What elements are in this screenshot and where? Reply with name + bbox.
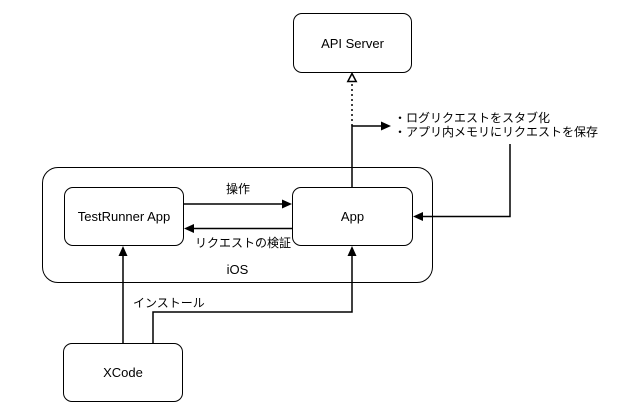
annotation-note: ・ログリクエストをスタブ化 ・アプリ内メモリにリクエストを保存 (394, 111, 598, 139)
app-node: App (292, 187, 413, 246)
arrow-xcode-to-app (152, 246, 357, 343)
arrow-xcode-to-testrunner (118, 246, 128, 343)
annotation-line-1: ・ログリクエストをスタブ化 (394, 111, 551, 125)
api-server-node: API Server (293, 13, 412, 73)
testrunner-app-node: TestRunner App (64, 187, 184, 246)
arrow-annotation-to-app (413, 144, 511, 221)
xcode-label: XCode (103, 365, 143, 380)
app-label: App (340, 209, 365, 224)
ios-container-node (42, 167, 433, 283)
ios-container-label: iOS (226, 262, 249, 277)
edge-label-install: インストール (133, 296, 205, 310)
annotation-line-2: ・アプリ内メモリにリクエストを保存 (394, 125, 599, 139)
xcode-node: XCode (63, 343, 183, 402)
api-server-label: API Server (321, 35, 384, 51)
testrunner-app-label: TestRunner App (77, 209, 171, 224)
arrow-verify (184, 224, 292, 233)
arrow-operate (184, 199, 292, 209)
edge-label-operate: 操作 (225, 182, 250, 196)
arrow-app-to-api-server-dotted (346, 71, 358, 126)
edge-label-verify: リクエストの検証 (195, 236, 292, 250)
